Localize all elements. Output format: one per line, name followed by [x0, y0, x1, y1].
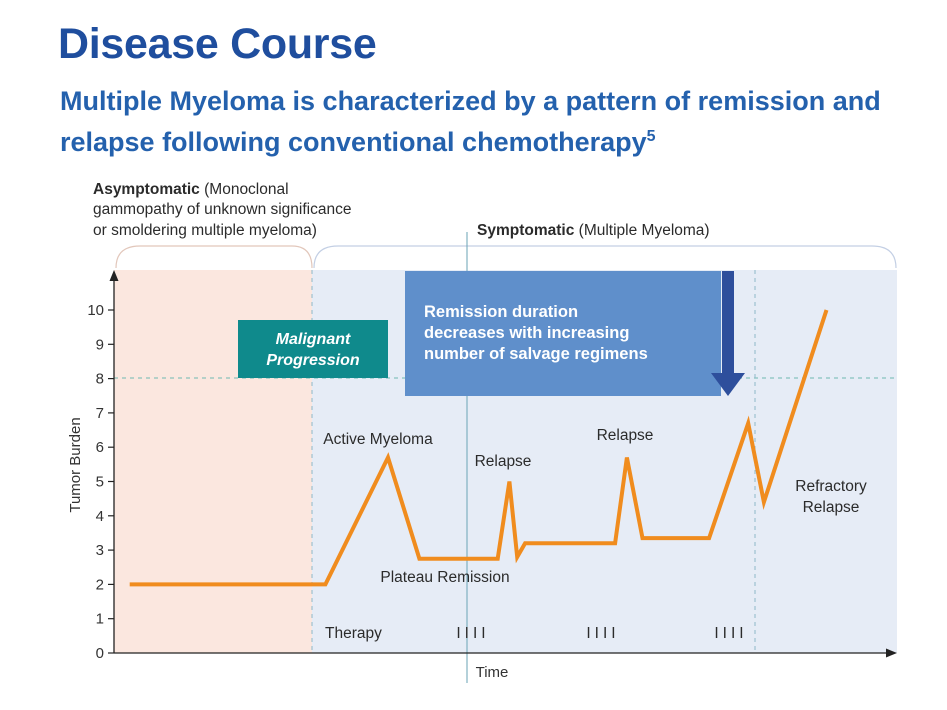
remission-line-1: Remission duration [424, 303, 578, 321]
asymptomatic-detail-1: (Monoclonal [204, 181, 288, 198]
x-axis-arrow [886, 648, 897, 658]
y-axis-label: Tumor Burden [67, 417, 84, 512]
tumor-burden-line [129, 309, 829, 587]
remission-line-3: number of salvage regimens [424, 345, 648, 363]
arrow-shaft [722, 271, 734, 375]
y-tick-label: 1 [96, 611, 104, 628]
page-subtitle: Multiple Myeloma is characterized by a p… [60, 84, 930, 160]
y-tick-label: 8 [96, 371, 104, 388]
therapy-marks-1: IIII [456, 625, 489, 642]
active-myeloma-label: Active Myeloma [323, 431, 433, 448]
y-tick-label: 7 [96, 405, 104, 422]
arrow-down-icon [711, 373, 745, 396]
y-tick-label: 3 [96, 542, 104, 559]
subtitle-reference: 5 [646, 128, 656, 145]
symptomatic-label: Symptomatic (Multiple Myeloma) [477, 222, 710, 239]
asymptomatic-detail-3: or smoldering multiple myeloma) [93, 222, 317, 239]
subtitle-text: Multiple Myeloma is characterized by a p… [60, 86, 881, 157]
asymptomatic-detail-2: gammopathy of unknown significance [93, 201, 351, 218]
y-tick-label: 6 [96, 439, 104, 456]
y-axis-arrow [109, 270, 119, 281]
y-tick-label: 10 [87, 302, 104, 319]
y-tick-label: 4 [96, 508, 104, 525]
y-ticks: 0 1 2 3 4 5 6 7 8 9 10 [87, 302, 114, 662]
therapy-marks-3: IIII [714, 625, 747, 642]
malignant-line-1: Malignant [276, 331, 351, 348]
refractory-label-2: Relapse [803, 499, 860, 516]
asymptomatic-bold: Asymptomatic [93, 181, 200, 198]
therapy-marks-2: IIII [586, 625, 619, 642]
remission-line-2: decreases with increasing [424, 324, 629, 342]
therapy-label: Therapy [325, 625, 382, 642]
refractory-label-1: Refractory [795, 478, 867, 495]
symptomatic-detail: (Multiple Myeloma) [579, 222, 710, 239]
relapse-label-2: Relapse [597, 427, 654, 444]
symptomatic-bold: Symptomatic [477, 222, 575, 239]
y-tick-label: 9 [96, 336, 104, 353]
symptomatic-brace [313, 245, 897, 269]
malignant-progression-box [238, 320, 388, 378]
y-tick-label: 5 [96, 474, 104, 491]
x-axis-label: Time [476, 664, 509, 681]
plateau-remission-label: Plateau Remission [380, 569, 509, 586]
remission-duration-box [405, 271, 721, 396]
asymptomatic-label: Asymptomatic (Monoclonal [93, 181, 289, 198]
relapse-label-1: Relapse [475, 453, 532, 470]
y-tick-label: 2 [96, 576, 104, 593]
malignant-line-2: Progression [266, 352, 360, 369]
y-tick-label: 0 [96, 645, 104, 662]
page-title: Disease Course [58, 20, 377, 68]
asymptomatic-brace [115, 245, 313, 269]
